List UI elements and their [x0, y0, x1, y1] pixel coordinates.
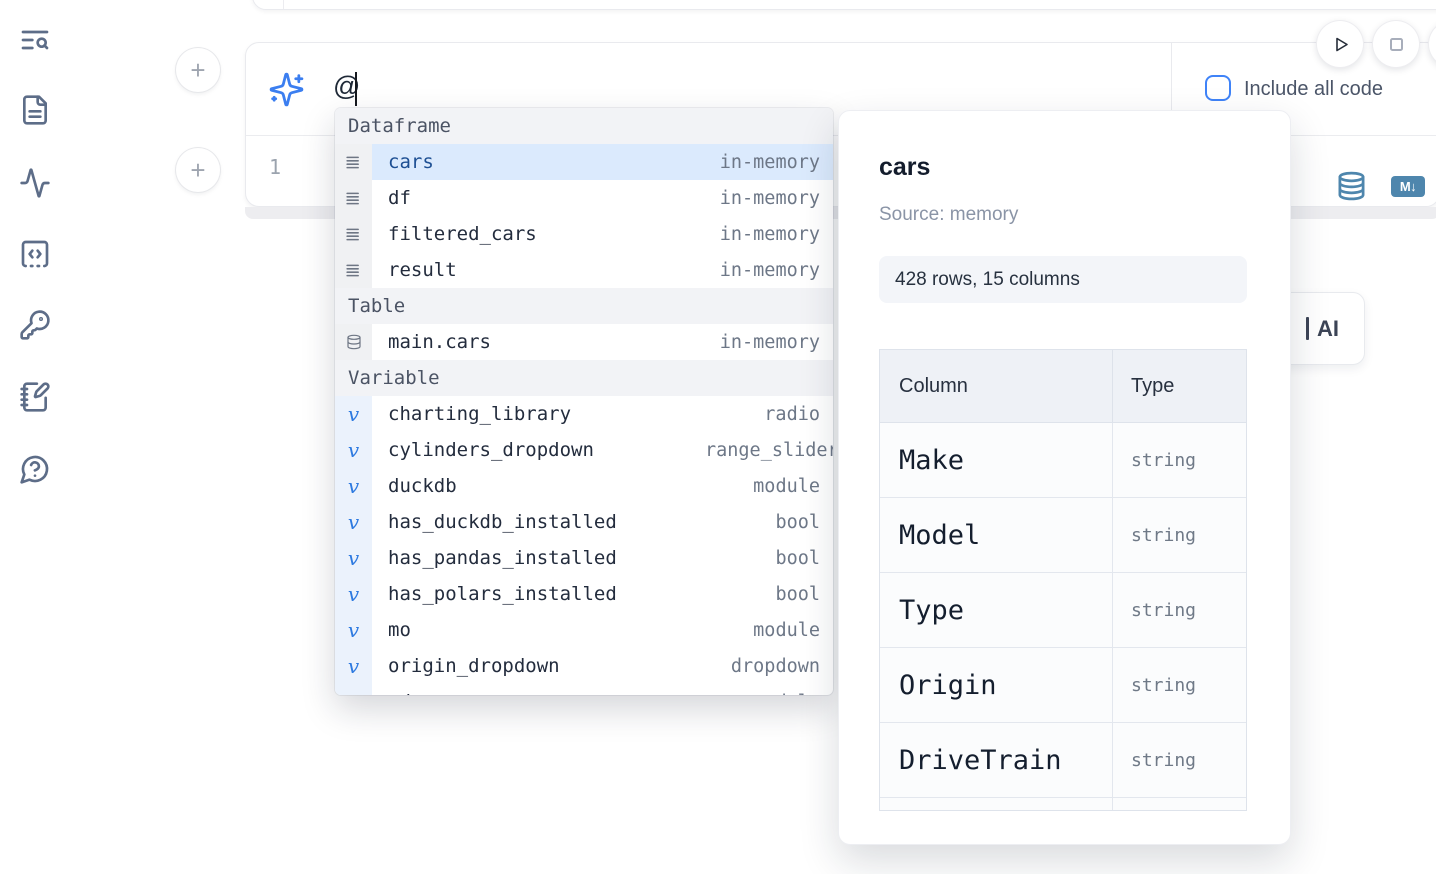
- include-all-code-checkbox[interactable]: [1205, 75, 1231, 101]
- add-cell-button[interactable]: +: [176, 148, 220, 192]
- markdown-export-icon[interactable]: M↓: [1391, 176, 1425, 197]
- autocomplete-item-cylinders_dropdown[interactable]: v cylinders_dropdown range_slider: [335, 432, 833, 468]
- include-all-code-label: Include all code: [1244, 78, 1383, 100]
- autocomplete-item-origin_dropdown[interactable]: v origin_dropdown dropdown: [335, 648, 833, 684]
- preview-title: cars: [879, 153, 931, 181]
- table-row: Make string: [880, 423, 1246, 498]
- preview-source: Source: memory: [879, 204, 1019, 225]
- database-icon: [346, 334, 361, 350]
- preview-shape-badge: 428 rows, 15 columns: [879, 256, 1247, 303]
- key-icon[interactable]: [19, 309, 51, 341]
- autocomplete-item-has_polars_installed[interactable]: v has_polars_installed bool: [335, 576, 833, 612]
- autocomplete-item-main.cars[interactable]: main.cars in-memory: [335, 324, 833, 360]
- autocomplete-item-has_duckdb_installed[interactable]: v has_duckdb_installed bool: [335, 504, 833, 540]
- cell-gutter-divider: [283, 0, 284, 9]
- stop-button[interactable]: [1373, 21, 1419, 67]
- run-cell-button[interactable]: [1317, 21, 1363, 67]
- autocomplete-item-has_pandas_installed[interactable]: v has_pandas_installed bool: [335, 540, 833, 576]
- table-row: [880, 798, 1246, 810]
- autocomplete-item-df[interactable]: df in-memory: [335, 180, 833, 216]
- autocomplete-item-result[interactable]: result in-memory: [335, 252, 833, 288]
- table-row: Model string: [880, 498, 1246, 573]
- ai-button-label: AI: [1317, 315, 1339, 341]
- autocomplete-item-pd[interactable]: v pd module: [335, 684, 833, 695]
- table-row: Origin string: [880, 648, 1246, 723]
- dataframe-preview-popover: cars Source: memory 428 rows, 15 columns…: [838, 110, 1291, 845]
- autocomplete-section-header: Table: [335, 288, 833, 324]
- text-search-icon[interactable]: [19, 24, 51, 56]
- autocomplete-item-cars[interactable]: cars in-memory: [335, 144, 833, 180]
- divider: [1171, 43, 1172, 135]
- text-cursor: [355, 72, 357, 106]
- more-actions-button[interactable]: [1429, 21, 1436, 67]
- help-icon[interactable]: [19, 453, 51, 485]
- clipped-letter: [1306, 317, 1309, 340]
- rows-icon: [346, 228, 359, 240]
- column-header: Column: [899, 374, 968, 397]
- code-snippets-icon[interactable]: [19, 238, 51, 270]
- table-row: Type string: [880, 573, 1246, 648]
- scratchpad-icon[interactable]: [19, 381, 51, 413]
- file-text-icon[interactable]: [19, 94, 51, 126]
- type-header: Type: [1112, 350, 1246, 422]
- rows-icon: [346, 192, 359, 204]
- table-header-row: Column Type: [880, 350, 1246, 423]
- autocomplete-item-duckdb[interactable]: v duckdb module: [335, 468, 833, 504]
- database-icon[interactable]: [1336, 169, 1367, 203]
- rows-icon: [346, 156, 359, 168]
- preview-schema-table: Column Type Make string Model string Typ…: [879, 349, 1247, 811]
- autocomplete-section-header: Variable: [335, 360, 833, 396]
- previous-cell-edge: [252, 0, 1436, 10]
- autocomplete-item-charting_library[interactable]: v charting_library radio: [335, 396, 833, 432]
- autocomplete-item-mo[interactable]: v mo module: [335, 612, 833, 648]
- autocomplete-section-header: Dataframe: [335, 108, 833, 144]
- autocomplete-dropdown: Dataframe cars in-memory df in-memory fi…: [335, 108, 833, 695]
- autocomplete-item-filtered_cars[interactable]: filtered_cars in-memory: [335, 216, 833, 252]
- rows-icon: [346, 264, 359, 276]
- add-cell-button[interactable]: +: [176, 48, 220, 92]
- ai-sparkles-icon: [268, 71, 305, 108]
- table-row: DriveTrain string: [880, 723, 1246, 798]
- editor-line-number: 1: [269, 155, 282, 179]
- activity-icon[interactable]: [19, 167, 51, 199]
- left-sidebar: [0, 0, 72, 874]
